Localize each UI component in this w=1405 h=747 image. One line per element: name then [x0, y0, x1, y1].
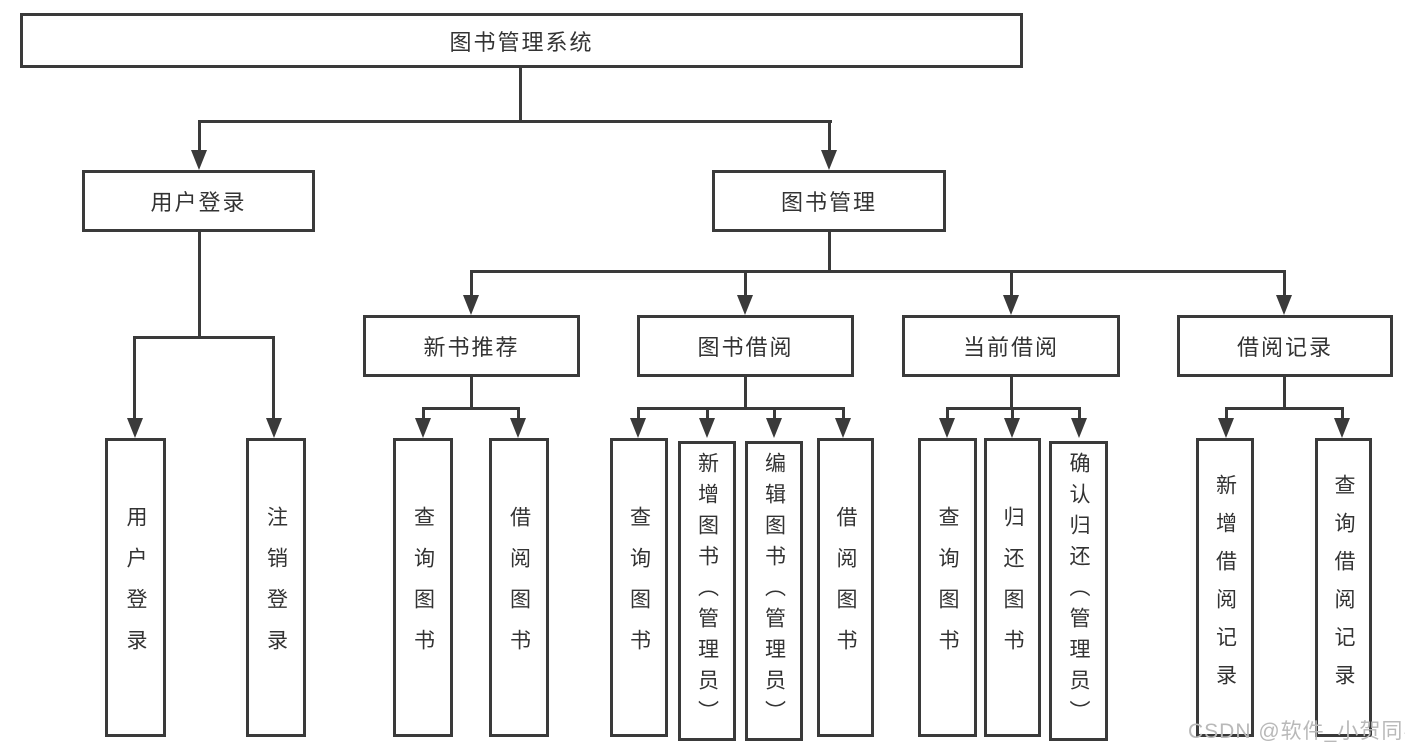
connector-line	[517, 407, 520, 420]
connector-line	[198, 120, 201, 152]
arrow-down-icon	[1071, 418, 1087, 438]
arrow-down-icon	[699, 418, 715, 438]
arrow-down-icon	[1218, 418, 1234, 438]
leaf-query-books-current: 查询图书	[918, 438, 977, 737]
leaf-label: 借阅图书	[507, 505, 531, 670]
connector-line	[842, 407, 845, 420]
leaf-edit-books-admin: 编辑图书（管理员）	[745, 441, 803, 741]
connector-line	[828, 232, 831, 273]
connector-line	[272, 336, 275, 419]
arrow-down-icon	[737, 295, 753, 315]
leaf-label: 归还图书	[1001, 505, 1024, 670]
arrow-down-icon	[939, 418, 955, 438]
connector-line	[198, 120, 832, 123]
node-label: 借阅记录	[1236, 335, 1333, 360]
leaf-query-books-borrowing: 查询图书	[610, 438, 668, 737]
leaf-add-borrow-record: 新增借阅记录	[1196, 438, 1254, 737]
connector-line	[773, 407, 776, 420]
leaf-label: 新增借阅记录	[1213, 473, 1237, 702]
node-library-management-system: 图书管理系统	[20, 13, 1023, 68]
leaf-query-books-recommend: 查询图书	[393, 438, 453, 737]
connector-line	[133, 336, 275, 339]
leaf-label: 注销登录	[264, 505, 288, 670]
leaf-label: 借阅图书	[834, 505, 857, 670]
connector-line	[828, 120, 831, 152]
arrow-down-icon	[415, 418, 431, 438]
connector-line	[1341, 407, 1344, 420]
node-borrowing-records: 借阅记录	[1177, 315, 1393, 377]
leaf-confirm-return-admin: 确认归还（管理员）	[1049, 441, 1108, 741]
node-label: 图书借阅	[697, 335, 794, 360]
leaf-add-books-admin: 新增图书（管理员）	[678, 441, 736, 741]
connector-line	[422, 407, 425, 420]
arrow-down-icon	[266, 418, 282, 438]
connector-line	[519, 68, 522, 123]
leaf-label: 查询图书	[627, 505, 651, 670]
connector-line	[1225, 407, 1228, 420]
connector-line	[1225, 407, 1344, 410]
connector-line	[744, 377, 747, 409]
arrow-down-icon	[510, 418, 526, 438]
connector-line	[637, 407, 640, 420]
connector-line	[198, 232, 201, 339]
connector-line	[1078, 407, 1081, 420]
leaf-borrow-books-recommend: 借阅图书	[489, 438, 549, 737]
node-book-borrowing: 图书借阅	[637, 315, 854, 377]
leaf-label: 查询图书	[936, 505, 959, 670]
leaf-borrow-books: 借阅图书	[817, 438, 874, 737]
leaf-query-borrow-record: 查询借阅记录	[1315, 438, 1372, 737]
connector-line	[1011, 407, 1014, 420]
arrow-down-icon	[766, 418, 782, 438]
leaf-return-books: 归还图书	[984, 438, 1041, 737]
connector-line	[1283, 270, 1286, 297]
node-label: 当前借阅	[962, 335, 1059, 360]
node-book-management: 图书管理	[712, 170, 946, 232]
leaf-label: 用户登录	[124, 505, 147, 670]
connector-line	[470, 270, 1286, 273]
arrow-down-icon	[1334, 418, 1350, 438]
arrow-down-icon	[630, 418, 646, 438]
leaf-label: 查询图书	[411, 505, 435, 670]
connector-line	[422, 407, 520, 410]
connector-line	[946, 407, 949, 420]
node-user-login: 用户登录	[82, 170, 315, 232]
leaf-label: 编辑图书（管理员）	[762, 451, 786, 731]
csdn-watermark: CSDN @软件_小贺同学	[1188, 720, 1405, 743]
node-label: 新书推荐	[423, 335, 520, 360]
arrow-down-icon	[463, 295, 479, 315]
connector-line	[133, 336, 136, 419]
node-label: 用户登录	[150, 190, 247, 215]
node-label: 图书管理系统	[449, 29, 594, 55]
leaf-label: 查询借阅记录	[1332, 473, 1355, 702]
arrow-down-icon	[835, 418, 851, 438]
connector-line	[470, 270, 473, 297]
connector-line	[637, 407, 845, 410]
arrow-down-icon	[127, 418, 143, 438]
arrow-down-icon	[821, 150, 837, 170]
connector-line	[706, 407, 709, 420]
connector-line	[1283, 377, 1286, 409]
arrow-down-icon	[191, 150, 207, 170]
leaf-label: 新增图书（管理员）	[695, 451, 719, 731]
leaf-label: 确认归还（管理员）	[1067, 451, 1090, 731]
arrow-down-icon	[1004, 418, 1020, 438]
node-label: 图书管理	[780, 190, 877, 215]
leaf-user-login: 用户登录	[105, 438, 166, 737]
arrow-down-icon	[1003, 295, 1019, 315]
connector-line	[470, 377, 473, 409]
node-current-borrowing: 当前借阅	[902, 315, 1120, 377]
connector-line	[1010, 270, 1013, 297]
connector-line	[1010, 377, 1013, 409]
leaf-logout: 注销登录	[246, 438, 306, 737]
node-new-book-recommendation: 新书推荐	[363, 315, 580, 377]
connector-line	[744, 270, 747, 297]
arrow-down-icon	[1276, 295, 1292, 315]
